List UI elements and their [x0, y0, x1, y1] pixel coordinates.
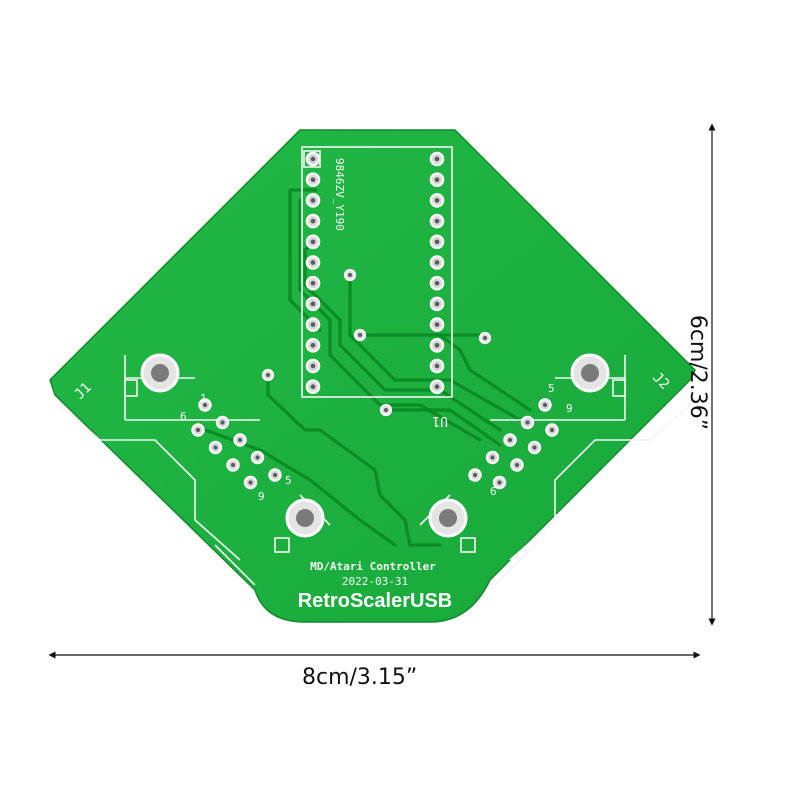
pad-hole — [310, 198, 316, 203]
height-dimension-label: 6cm/2.36” — [685, 314, 711, 431]
j1-pin6-label: 6 — [180, 410, 187, 423]
pad-hole — [549, 427, 555, 433]
pad-hole — [434, 384, 440, 390]
pad-hole — [434, 260, 440, 265]
pad-hole — [434, 280, 440, 286]
pad-hole — [434, 301, 440, 307]
pad-hole — [434, 156, 440, 162]
pad-hole — [248, 480, 253, 485]
pad-hole — [525, 420, 530, 425]
j2-pin1-label: 1 — [468, 470, 475, 483]
pad-hole — [310, 280, 316, 286]
pad-hole — [310, 301, 316, 307]
vias — [261, 268, 492, 417]
pad-hole — [310, 239, 316, 245]
pad-hole — [195, 427, 201, 433]
board-brand-text: RetroScalerUSB — [298, 590, 453, 612]
chip-label: 9846ZV_Y190 — [333, 158, 346, 231]
pad-hole — [434, 239, 440, 245]
pad-hole — [310, 363, 316, 369]
width-dimension-label: 8cm/3.15” — [302, 665, 418, 690]
pad-hole — [434, 218, 440, 224]
board-title-text: MD/Atari Controller — [310, 560, 436, 573]
pad-hole — [310, 260, 316, 265]
pad-hole — [237, 437, 243, 443]
pad-hole — [213, 445, 218, 450]
board-date-text: 2022-03-31 — [342, 575, 408, 588]
chip-left-pins — [305, 151, 321, 394]
chip-right-pins — [429, 151, 445, 394]
connector-j2: J2 5 9 1 6 — [419, 353, 691, 586]
pad-hole — [472, 472, 478, 478]
pad-hole — [434, 322, 440, 327]
pad-hole — [230, 462, 236, 468]
pad-hole — [532, 445, 537, 450]
pad-hole — [310, 384, 316, 390]
pad-hole — [434, 177, 440, 183]
chip-footprint-u1: 9846ZV_Y190 U1 — [301, 146, 453, 428]
pad-hole — [310, 322, 316, 327]
pad-hole — [310, 156, 316, 162]
pad-hole — [507, 437, 513, 443]
pad-hole — [202, 402, 208, 408]
pad-hole — [497, 480, 502, 485]
j1-pin1-label: 1 — [200, 392, 207, 405]
pad-hole — [310, 218, 316, 224]
pad-hole — [490, 455, 495, 460]
j2-pin6-label: 6 — [490, 485, 497, 498]
pad-hole — [434, 342, 440, 348]
chip-ref-label: U1 — [432, 413, 448, 428]
j1-pin9-label: 9 — [258, 490, 265, 503]
pad-hole — [434, 198, 440, 203]
pad-hole — [310, 342, 316, 348]
pad-hole — [272, 472, 278, 478]
pad-hole — [514, 462, 520, 468]
pad-hole — [255, 455, 260, 460]
pad-hole — [542, 402, 548, 408]
pad-hole — [220, 420, 225, 425]
connector-j1: J1 1 6 5 9 — [59, 353, 331, 586]
pad-hole — [434, 363, 440, 369]
j2-pin5-label: 5 — [548, 382, 555, 395]
j2-pin9-label: 9 — [566, 402, 573, 415]
j1-pin5-label: 5 — [285, 474, 292, 487]
pad-hole — [310, 177, 316, 183]
